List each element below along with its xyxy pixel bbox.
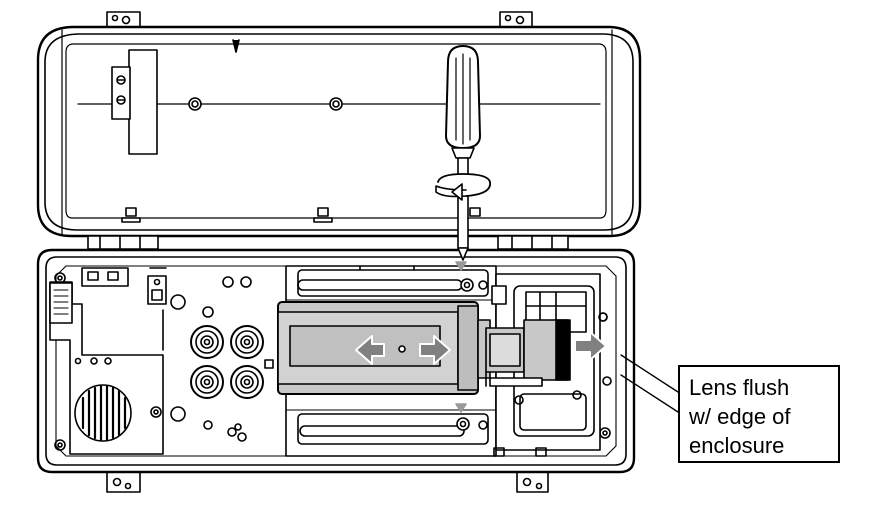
cable-glands	[190, 325, 264, 399]
screwdriver-icon	[445, 45, 481, 261]
callout-line-1: Lens flush	[689, 375, 790, 400]
callout-lens-flush: Lens flush w/ edge of enclosure	[678, 365, 840, 463]
callout-line-2: w/ edge of	[689, 404, 791, 429]
enclosure-lid	[36, 11, 642, 238]
hinges	[87, 235, 569, 250]
callout-line-3: enclosure	[689, 433, 785, 458]
rotate-arrow-icon	[435, 173, 491, 201]
speaker-grille-icon	[74, 384, 132, 442]
double-arrow-icon	[355, 335, 451, 365]
push-arrow-icon	[574, 331, 607, 361]
enclosure-base	[36, 248, 679, 493]
